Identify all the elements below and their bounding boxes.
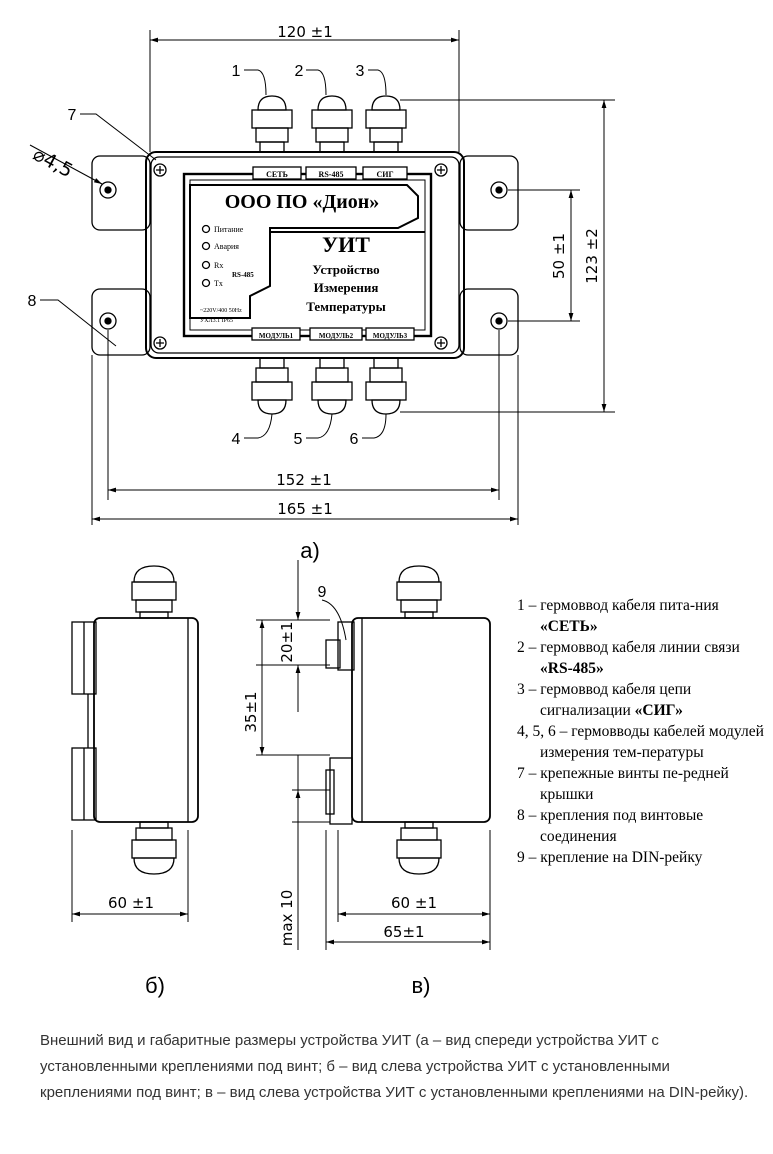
callout-4: 4 — [232, 431, 241, 448]
mount-hole-icon — [99, 181, 508, 330]
view-label-b: б) — [145, 973, 165, 998]
callout-9: 9 — [318, 584, 327, 601]
tab-module-3: МОДУЛЬ3 — [373, 332, 408, 340]
tab-module-2: МОДУЛЬ2 — [319, 332, 354, 340]
legend: 1 – гермоввод кабеля пита-ния «СЕТЬ» 2 –… — [517, 596, 767, 870]
panel-device-code: УИТ — [322, 232, 370, 257]
figure-caption: Внешний вид и габаритные размеры устройс… — [40, 1032, 749, 1101]
mount-ear-bottom-left — [91, 288, 151, 356]
tab-set: СЕТЬ — [266, 170, 288, 179]
legend-item: 4, 5, 6 – гермовводы кабелей модулей изм… — [517, 723, 764, 761]
callout-1: 1 — [232, 63, 241, 80]
dim-b-width: 60 ±1 — [108, 894, 154, 912]
view-v — [256, 560, 491, 950]
view-a — [29, 30, 615, 525]
enclosure-rim — [150, 156, 460, 354]
enclosure-side — [93, 617, 199, 823]
dim-hole-diameter: ⌀4,5 — [29, 143, 76, 182]
callout-6: 6 — [350, 431, 359, 448]
panel-rs-label: RS-485 — [232, 271, 254, 279]
legend-item: 9 – крепление на DIN-рейку — [517, 849, 703, 866]
cable-gland-side — [131, 565, 177, 875]
led-label-rx: Rx — [214, 261, 223, 270]
screw-icon — [153, 163, 448, 350]
tab-rs485: RS-485 — [319, 170, 344, 179]
panel-device-name-1: Устройство — [312, 262, 379, 277]
legend-item: 2 – гермоввод кабеля линии связи «RS-485… — [517, 639, 740, 677]
callout-2: 2 — [295, 63, 304, 80]
dim-v-width: 60 ±1 — [391, 894, 437, 912]
view-b — [71, 565, 199, 922]
panel-spec-1: ~220V/400 50Hz — [200, 308, 242, 314]
callout-3: 3 — [356, 63, 365, 80]
dim-hole-spacing: 152 ±1 — [276, 471, 332, 489]
enclosure-side — [351, 617, 491, 823]
view-label-v: в) — [411, 973, 430, 998]
panel-inner-frame — [189, 184, 419, 319]
view-label-a: а) — [300, 538, 320, 563]
dim-v-max-depth: max 10 — [278, 890, 296, 947]
led-label-tx: Tx — [214, 279, 223, 288]
mount-ear-top-left — [91, 155, 151, 231]
tab-module-1: МОДУЛЬ1 — [259, 332, 294, 340]
legend-item: 1 – гермоввод кабеля пита-ния «СЕТЬ» — [517, 597, 719, 635]
led-label-alarm: Авария — [214, 242, 239, 251]
dim-v-top-offset: 20±1 — [278, 621, 296, 662]
tab-sig: СИГ — [376, 170, 393, 179]
led-label-power: Питание — [214, 225, 244, 234]
dim-v-total-width: 65±1 — [383, 923, 424, 941]
enclosure-body — [145, 151, 465, 359]
cable-gland-bottom — [251, 357, 407, 415]
callout-8: 8 — [28, 293, 37, 310]
mount-ear-top-right — [459, 155, 519, 231]
dim-v-mid-offset: 35±1 — [242, 691, 260, 732]
panel-device-name-3: Температуры — [306, 299, 386, 314]
dim-top-width: 120 ±1 — [277, 23, 333, 41]
callout-7: 7 — [68, 107, 77, 124]
panel-spec-2: УХЛ3.1 IP65 — [200, 318, 233, 324]
cable-gland-side — [396, 565, 442, 875]
callout-5: 5 — [294, 431, 303, 448]
din-rail-clip — [337, 621, 355, 671]
dim-inner-height: 50 ±1 — [550, 233, 568, 279]
dim-total-width: 165 ±1 — [277, 500, 333, 518]
legend-item: 3 – гермоввод кабеля цепи сигнализации «… — [517, 681, 692, 719]
panel-company: ООО ПО «Дион» — [225, 191, 380, 213]
dim-total-height: 123 ±2 — [583, 228, 601, 284]
legend-item: 8 – крепления под винтовые соединения — [517, 807, 704, 845]
panel-device-name-2: Измерения — [314, 280, 379, 295]
legend-item: 7 – крепежные винты пе-редней крышки — [517, 765, 729, 803]
cable-gland-top — [251, 95, 407, 153]
mount-ear-bottom-right — [459, 288, 519, 356]
